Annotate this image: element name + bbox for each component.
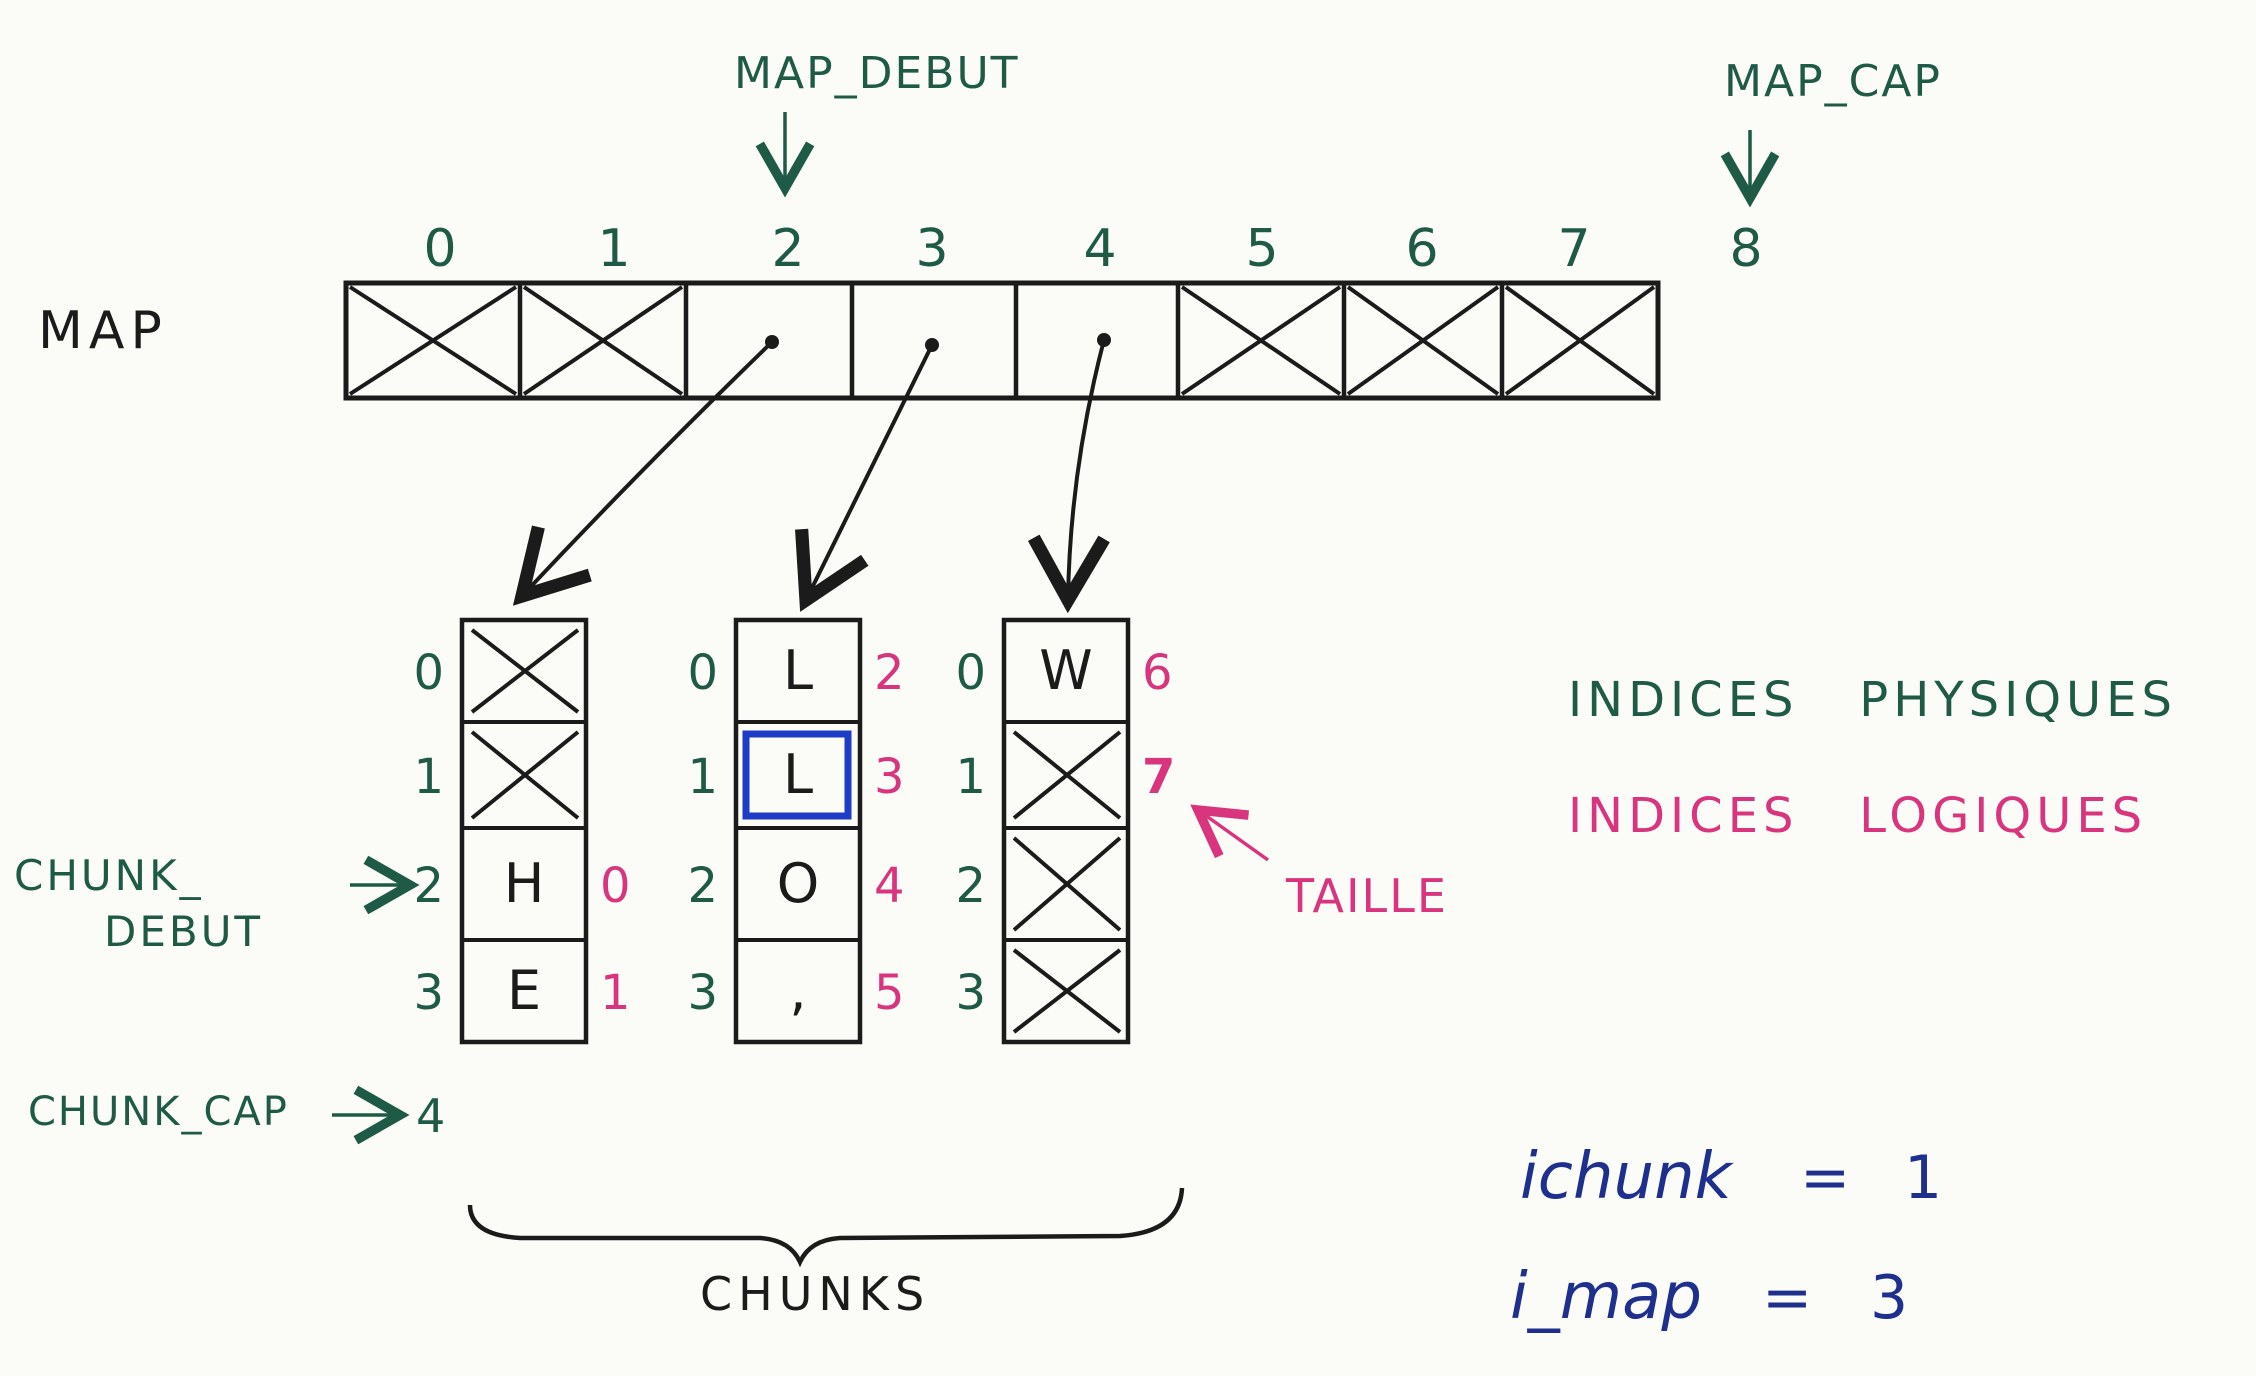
imap-equals: = (1762, 1263, 1812, 1333)
chunk-debut-label-line2: DEBUT (104, 907, 263, 956)
taille-arrow (1190, 804, 1270, 862)
variables: ichunk = 1 i_map = 3 (1510, 1140, 1942, 1334)
chunk-1-cell-0-value: L (783, 639, 813, 702)
ichunk-name: ichunk (1520, 1140, 1735, 1214)
pointer-arrow-3 (795, 344, 934, 612)
chunk-0-physical-index-1: 1 (413, 749, 444, 805)
chunk-2-physical-index-2: 2 (955, 858, 986, 914)
chunk-0-physical-index-3: 3 (413, 965, 444, 1021)
taille-label: TAILLE (1285, 869, 1448, 923)
map-indices: 0 1 2 3 4 5 6 7 8 (423, 219, 1762, 279)
taille-pointer: TAILLE (1190, 804, 1448, 923)
map-cell-0 (343, 283, 518, 398)
chunk-0-physical-index-2: 2 (413, 858, 444, 914)
map-cell-cross (1504, 285, 1656, 396)
chunk-0-cell-3-value: E (507, 959, 541, 1022)
chunk-1-logical-index-3: 5 (874, 965, 905, 1021)
map-cell-cross (348, 285, 518, 396)
pointer-arrow-4 (1027, 339, 1110, 614)
map-index-1: 1 (597, 219, 630, 279)
chunk-1-physical-index-3: 3 (687, 965, 718, 1021)
map-cell-cross (1346, 285, 1500, 396)
map-to-chunk-arrows (512, 333, 1111, 614)
chunk-1-logical-index-1: 3 (874, 749, 905, 805)
pointer-arrow-2 (512, 340, 774, 606)
map-cell-6 (1341, 283, 1500, 398)
ichunk-equals: = (1800, 1143, 1850, 1213)
map-cell-cross (1180, 285, 1342, 396)
map-index-7: 7 (1557, 219, 1590, 279)
chunk-1-physical-index-0: 0 (687, 645, 718, 701)
chunk-1-cell-3-value: , (789, 959, 806, 1022)
chunk-2-physical-index-3: 3 (955, 965, 986, 1021)
chunk-debut-label-line1: CHUNK_ (14, 851, 204, 900)
chunk-1-logical-index-2: 4 (874, 858, 905, 914)
current-cell-highlight (742, 730, 852, 820)
map-cells (343, 283, 1656, 398)
chunk-frame (459, 617, 589, 1045)
chunk-cap-pointer: CHUNK_CAP 4 (28, 1085, 445, 1145)
map-cell-cross (522, 285, 684, 396)
chunk-1-cell-1-value: L (783, 743, 813, 806)
ichunk-value: 1 (1904, 1143, 1942, 1213)
chunk-cell-cross (470, 730, 580, 820)
chunk-2-logical-index-1: 7 (1142, 749, 1175, 805)
map-index-2: 2 (771, 219, 804, 279)
map-index-0: 0 (423, 219, 456, 279)
chunk-cell-cross (1012, 730, 1122, 820)
map-array: MAP 0 1 2 3 4 5 6 7 8 MAP_DEBUT MAP_CAP (38, 48, 1942, 401)
chunk-0-logical-index-2: 0 (600, 858, 631, 914)
chunk-cap-value: 4 (416, 1089, 445, 1143)
brace-shape (467, 1187, 1185, 1268)
chunk-frame (733, 617, 863, 1045)
chunk-2-physical-index-1: 1 (955, 749, 986, 805)
chunk-frame (1001, 617, 1131, 1045)
map-cell-7 (1499, 283, 1656, 398)
chunk-cell-cross (1012, 836, 1122, 932)
map-label: MAP (38, 301, 168, 361)
map-index-8: 8 (1729, 219, 1762, 279)
legend: INDICES PHYSIQUES INDICES LOGIQUES (1568, 672, 2177, 844)
chunk-1-physical-index-1: 1 (687, 749, 718, 805)
map-cell-1 (517, 283, 684, 398)
map-index-5: 5 (1245, 219, 1278, 279)
chunks-brace: CHUNKS (467, 1187, 1185, 1321)
imap-value: 3 (1870, 1263, 1908, 1333)
map-debut-pointer: MAP_DEBUT (734, 48, 1020, 198)
chunk-2-physical-index-0: 0 (955, 645, 986, 701)
map-index-6: 6 (1405, 219, 1438, 279)
chunk-1-logical-index-0: 2 (874, 645, 905, 701)
chunks-brace-label: CHUNKS (700, 1267, 930, 1321)
chunk-0-cell-2-value: H (504, 852, 545, 915)
map-index-4: 4 (1083, 219, 1116, 279)
chunk-2-logical-index-0: 6 (1142, 645, 1173, 701)
map-cap-pointer: MAP_CAP (1720, 56, 1942, 208)
chunk-debut-pointer: CHUNK_ DEBUT (14, 851, 420, 956)
chunk-cell-cross (1012, 948, 1122, 1034)
legend-logical: INDICES LOGIQUES (1568, 788, 2147, 844)
map-debut-label: MAP_DEBUT (734, 48, 1020, 99)
chunk-1-physical-index-2: 2 (687, 858, 718, 914)
chunk-cell-cross (470, 628, 580, 714)
legend-physical: INDICES PHYSIQUES (1568, 672, 2177, 728)
map-cell-5 (1175, 283, 1342, 398)
imap-name: i_map (1510, 1260, 1702, 1334)
chunk-cap-label: CHUNK_CAP (28, 1089, 289, 1135)
map-index-3: 3 (915, 219, 948, 279)
chunk-0-logical-index-3: 1 (600, 965, 631, 1021)
map-cap-label: MAP_CAP (1724, 56, 1942, 107)
chunk-0-physical-index-0: 0 (413, 645, 444, 701)
chunk-2-cell-0-value: W (1039, 639, 1092, 702)
chunk-1-cell-2-value: O (777, 852, 820, 915)
chunk-2: W0 6 1 7 2 3 (955, 617, 1175, 1045)
